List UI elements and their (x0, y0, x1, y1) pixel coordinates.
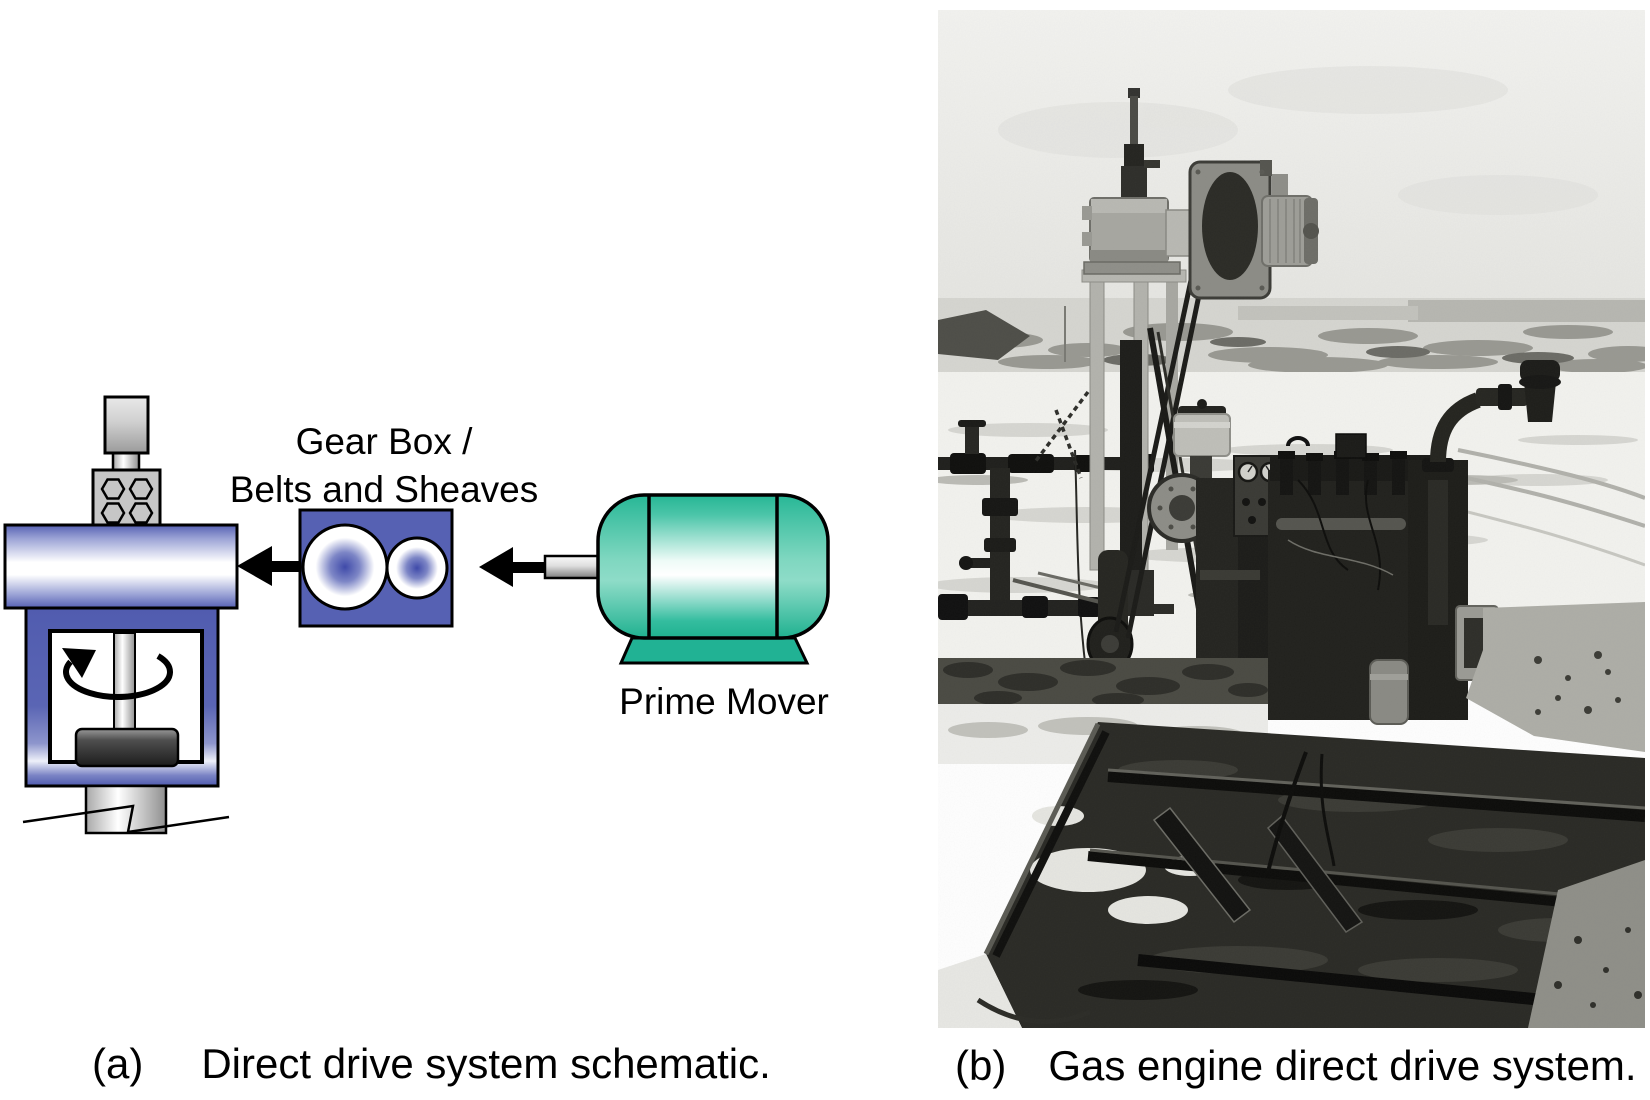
caption-b-marker: (b) (955, 1042, 1007, 1089)
prime-mover-motor (543, 493, 830, 665)
pump-rotor (74, 727, 180, 768)
prime-mover-label: Prime Mover (619, 681, 829, 722)
caption-b-text: Gas engine direct drive system. (1048, 1042, 1637, 1089)
gearbox-label: Gear Box / Belts and Sheaves (214, 418, 554, 514)
gas-engine-photo (938, 10, 1645, 1028)
stuffing-box-nuts (100, 478, 154, 524)
photo-grain-overlay (938, 10, 1645, 1028)
down-shaft (84, 784, 168, 835)
motor-outline (596, 493, 830, 640)
rotation-arrow-head (62, 648, 96, 678)
gear-box (298, 508, 454, 628)
arrow-to-gearbox (479, 547, 555, 587)
sheave-small (385, 536, 449, 600)
caption-b: (b) Gas engine direct drive system. (955, 1042, 1637, 1090)
caption-a-marker: (a) (92, 1040, 144, 1087)
gearbox-label-line1: Gear Box / (295, 421, 473, 462)
rotation-arrow-arc (63, 653, 173, 700)
arrow-to-wellhead (237, 546, 302, 586)
caption-a-text: Direct drive system schematic. (201, 1040, 771, 1087)
ground-break-line (22, 804, 230, 834)
direct-drive-schematic (3, 395, 830, 835)
polished-rod-clamp (103, 395, 150, 455)
wellhead-pump-assembly (3, 395, 239, 835)
wellhead-flange (3, 523, 239, 610)
drive-rod (113, 632, 136, 732)
motor-base (618, 636, 810, 665)
motor-shaft (543, 554, 602, 580)
motor-body-center (649, 495, 777, 638)
caption-a: (a) Direct drive system schematic. (92, 1040, 771, 1088)
gearbox-label-line2: Belts and Sheaves (229, 469, 539, 510)
sheave-large (301, 523, 389, 611)
